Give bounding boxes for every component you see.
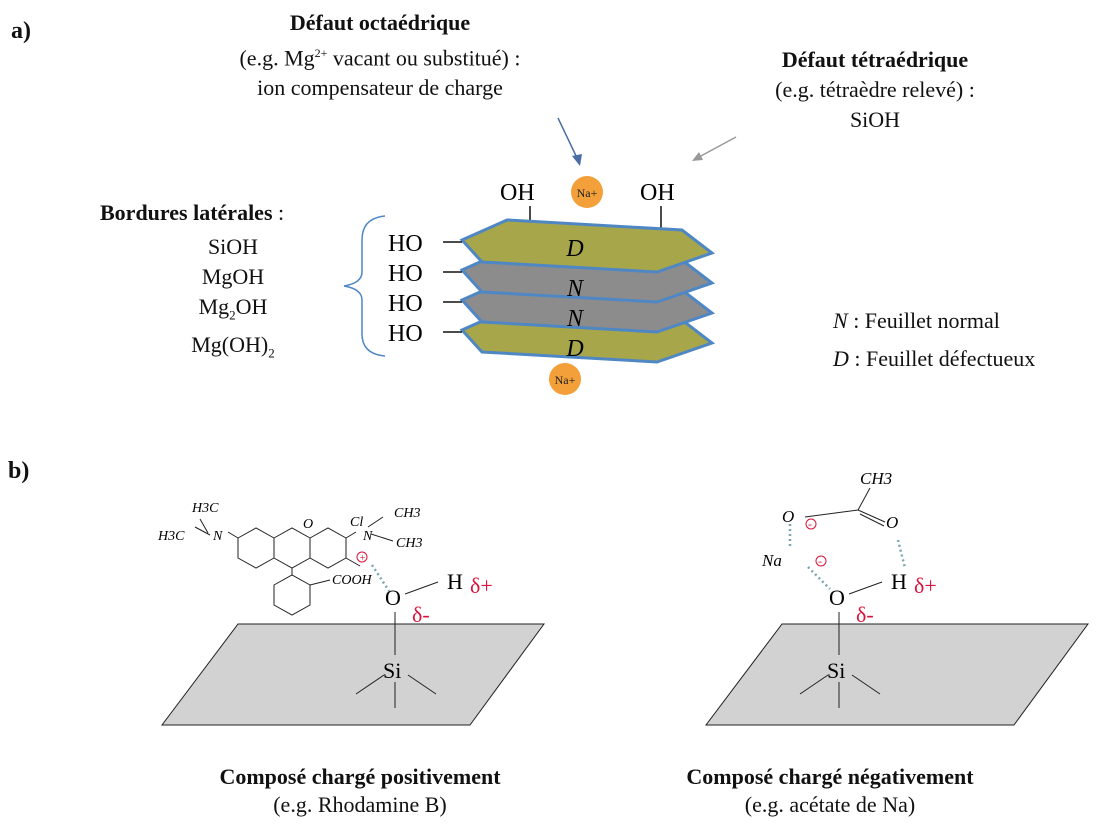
silanol-group-left: Si O H δ+ δ-: [355, 564, 493, 708]
caption-negative-title: Composé chargé négativement: [686, 764, 974, 789]
sodium-acetate-labels: CH3 O O Na - -: [761, 469, 898, 570]
layer-legend: N : Feuillet normal D : Feuillet défectu…: [833, 302, 1035, 378]
silicon-atom-left: Si: [383, 658, 401, 683]
legend-item-normal: N : Feuillet normal: [833, 308, 1000, 333]
caption-positive: Composé chargé positivement (e.g. Rhodam…: [170, 763, 550, 819]
delta-plus-left: δ+: [470, 573, 493, 598]
svg-text:D: D: [565, 336, 583, 362]
edge-group-item: MgOH: [201, 264, 265, 289]
silica-surface-right: [704, 623, 1089, 726]
edge-group-item: SiOH: [207, 234, 259, 259]
svg-text:HO: HO: [388, 231, 423, 257]
rhodamine-b-labels: H3C H3C N Cl CH3 CH3 N O COOH +: [157, 501, 422, 588]
lateral-edges-title: Bordures latérales :: [100, 200, 285, 225]
silicon-atom-right: Si: [827, 658, 845, 683]
octahedral-defect-description: ion compensateur de charge: [257, 75, 503, 101]
panel-b-label: b): [8, 458, 30, 484]
tetrahedral-defect-description: SiOH: [849, 107, 901, 132]
svg-text:-: -: [808, 517, 812, 531]
sodium-ion-top: Na+: [571, 176, 603, 208]
svg-text:N: N: [566, 306, 585, 332]
legend-item-defective: D : Feuillet défectueux: [833, 346, 1036, 371]
panel-a-label: a): [11, 18, 31, 44]
caption-positive-example: (e.g. Rhodamine B): [273, 792, 447, 817]
silica-surface-left: [160, 623, 545, 726]
edge-grouping-brace: [343, 215, 386, 357]
delta-plus-right: δ+: [914, 573, 937, 598]
octahedral-defect-title: Défaut octaédrique: [289, 10, 471, 35]
svg-text:Na+: Na+: [555, 373, 576, 387]
caption-positive-title: Composé chargé positivement: [219, 764, 501, 789]
tetrahedral-defect-arrow: [692, 136, 737, 161]
svg-text:-: -: [818, 554, 822, 568]
svg-text:N: N: [566, 276, 585, 302]
svg-text:CH3: CH3: [394, 506, 420, 521]
svg-text:O: O: [303, 517, 313, 532]
edge-group-item: Mg2OH: [198, 294, 268, 323]
delta-minus-left: δ-: [412, 602, 430, 627]
octahedral-defect-example: (e.g. Mg2+ vacant ou substitué) :: [239, 45, 521, 71]
svg-text:CH3: CH3: [860, 469, 892, 488]
svg-text:HO: HO: [388, 291, 423, 317]
svg-text:COOH: COOH: [332, 573, 373, 588]
svg-text:N: N: [212, 529, 223, 544]
caption-negative: Composé chargé négativement (e.g. acétat…: [640, 763, 1020, 819]
svg-text:O: O: [782, 507, 794, 526]
oxygen-atom-left: O: [385, 585, 401, 610]
octahedral-defect-arrow: [557, 117, 582, 166]
svg-text:Na+: Na+: [577, 186, 598, 200]
tetrahedral-defect-annotation: Défaut tétraédrique (e.g. tétraèdre rele…: [730, 45, 1020, 135]
delta-minus-right: δ-: [856, 602, 874, 627]
hydrogen-atom-right: H: [891, 569, 907, 594]
svg-text:+: +: [359, 553, 366, 564]
tetrahedral-defect-example: (e.g. tétraèdre relevé) :: [775, 77, 975, 102]
hydrogen-atom-left: H: [447, 569, 463, 594]
svg-text:O: O: [886, 513, 898, 532]
svg-text:D: D: [565, 236, 583, 262]
svg-text:HO: HO: [388, 321, 423, 347]
sodium-acetate-molecule: [804, 487, 886, 567]
edge-group-item: Mg(OH)2: [191, 332, 275, 361]
svg-text:H3C: H3C: [191, 501, 219, 516]
svg-text:HO: HO: [388, 261, 423, 287]
rhodamine-b-molecule: [194, 516, 394, 616]
side-ho-group: HO HO HO HO: [388, 231, 462, 347]
top-oh-left: OH: [500, 180, 535, 206]
svg-text:Cl: Cl: [350, 515, 363, 530]
caption-negative-example: (e.g. acétate de Na): [744, 792, 916, 817]
svg-text:Na: Na: [761, 551, 782, 570]
oxygen-atom-right: O: [829, 585, 845, 610]
top-oh-right: OH: [640, 180, 675, 206]
octahedral-defect-annotation: Défaut octaédrique (e.g. Mg2+ vacant ou …: [180, 8, 580, 103]
lateral-edges-list: SiOH MgOH Mg2OH Mg(OH)2: [168, 232, 298, 369]
svg-text:H3C: H3C: [157, 529, 185, 544]
tetrahedral-defect-title: Défaut tétraédrique: [781, 47, 969, 72]
sodium-ion-bottom: Na+: [549, 363, 581, 395]
svg-text:N: N: [362, 529, 373, 544]
silanol-group-right: Si O H δ+ δ-: [788, 524, 937, 708]
svg-text:CH3: CH3: [396, 536, 422, 551]
layer-defective-top: D: [459, 218, 716, 274]
